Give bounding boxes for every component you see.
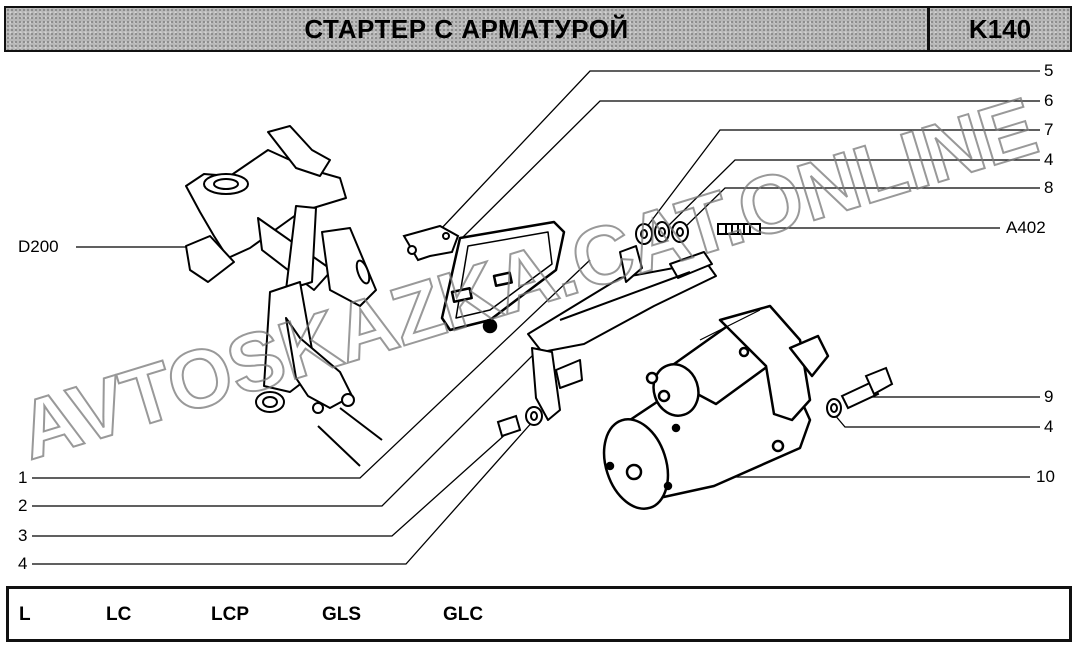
leader-lines: [32, 70, 1040, 565]
callout-6: 6: [1044, 91, 1054, 110]
fasteners-bottom: [496, 406, 543, 438]
callout-4-right: 4: [1044, 417, 1054, 436]
part-1-mounting-bracket: [527, 245, 717, 421]
leader-4b: [833, 413, 1040, 428]
part-3-bolt: [496, 414, 522, 438]
callout-2: 2: [18, 496, 28, 515]
leader-3: [32, 431, 509, 537]
part-5-bracket: [402, 224, 460, 262]
callout-10: 10: [1036, 467, 1055, 486]
leader-7: [645, 129, 1040, 229]
leader-2: [32, 339, 549, 507]
section-code: K140: [927, 8, 1070, 50]
callout-3: 3: [18, 526, 28, 545]
leader-10: [712, 471, 1030, 478]
callout-4-top: 4: [1044, 150, 1054, 169]
page-title: СТАРТЕР С АРМАТУРОЙ: [304, 13, 629, 44]
callout-1: 1: [18, 468, 28, 487]
callout-d200: D200: [18, 237, 59, 256]
leader-4a: [663, 159, 1040, 231]
variant-lc: LC: [106, 604, 132, 625]
callout-a402: A402: [1006, 218, 1046, 237]
leader-6: [459, 100, 1040, 241]
part-10-starter-motor: [602, 304, 830, 510]
engine-bracket-assembly: [185, 125, 383, 467]
leader-8: [681, 187, 1040, 231]
variant-l: L: [19, 604, 31, 625]
header-bar: СТАРТЕР С АРМАТУРОЙ K140: [4, 6, 1072, 52]
variant-glc: GLC: [443, 604, 484, 625]
fasteners-top: [635, 221, 761, 245]
callout-8: 8: [1044, 178, 1054, 197]
stud-a402: [717, 223, 761, 235]
callout-4-bottom: 4: [18, 554, 28, 573]
callout-7: 7: [1044, 120, 1054, 139]
leader-5: [439, 70, 1040, 231]
fasteners-right: [826, 366, 894, 418]
leader-4c: [32, 419, 535, 565]
variant-gls: GLS: [322, 604, 362, 625]
variants-footer: L LC LCP GLS GLC: [6, 586, 1072, 642]
part-9-bolt: [840, 380, 880, 410]
callout-9: 9: [1044, 387, 1054, 406]
leader-9: [851, 391, 1040, 398]
leader-1: [32, 259, 591, 479]
callout-5: 5: [1044, 61, 1054, 80]
variant-lcp: LCP: [211, 604, 249, 625]
part-6-heat-shield: [440, 220, 566, 334]
